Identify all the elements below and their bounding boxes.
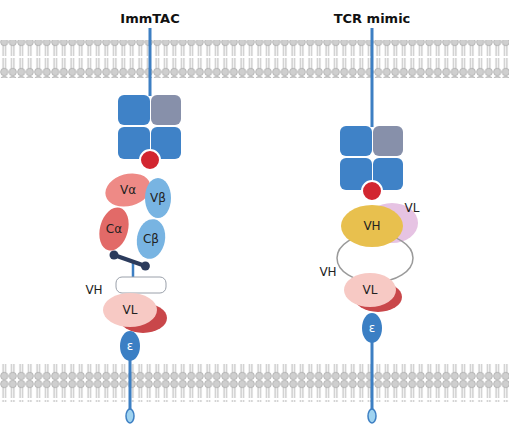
bond-end <box>110 251 119 260</box>
domain-label: Cβ <box>143 232 159 246</box>
domain-label: VL <box>363 283 378 297</box>
domain-label: ε <box>369 321 376 335</box>
stalk <box>371 340 374 412</box>
domain-ellipse <box>103 293 157 327</box>
domain-label: VH <box>85 283 102 297</box>
domain-node: ε <box>362 313 382 343</box>
bond-line <box>114 255 145 266</box>
mhc-domain <box>151 95 181 125</box>
domain-label: ε <box>127 339 134 353</box>
domain-node: Vβ <box>145 178 171 218</box>
domain-node: Vα <box>105 174 151 206</box>
domain-node: VL <box>344 273 396 307</box>
domain-label: VL <box>123 303 138 317</box>
domain-ellipse <box>344 273 396 307</box>
panel-title: TCR mimic <box>334 11 411 26</box>
stalk <box>371 28 374 127</box>
domain-label: Cα <box>106 222 122 236</box>
mhc-domain <box>118 95 150 125</box>
domain-label: VH <box>363 219 380 233</box>
domain-node: ε <box>120 331 140 361</box>
domain-ellipse <box>95 204 133 254</box>
membrane <box>0 40 509 78</box>
domain-label: Vα <box>120 183 136 197</box>
domain-node: Cβ <box>137 219 165 259</box>
domain-label: VH <box>319 265 336 279</box>
linker <box>116 277 166 293</box>
domain-ellipse <box>120 331 140 361</box>
mhc-domain <box>373 126 403 156</box>
domain-ellipse <box>341 205 403 247</box>
peptide <box>362 181 382 201</box>
domain-node: Cα <box>100 207 128 251</box>
mhc-domain <box>340 126 372 156</box>
domain-node: VL <box>103 293 157 327</box>
membrane <box>0 364 509 402</box>
domain-ellipse <box>145 178 171 218</box>
panel-title: ImmTAC <box>120 11 179 26</box>
domain-ellipse <box>362 313 382 343</box>
domain-node: VH <box>341 205 403 247</box>
domain-label: VL <box>405 201 420 215</box>
stalk <box>149 28 152 96</box>
stalk <box>129 356 132 412</box>
stalk-end <box>126 409 134 423</box>
domain-label: Vβ <box>150 191 166 205</box>
bond-end <box>141 262 150 271</box>
domain-ellipse <box>134 217 169 261</box>
stalk-end <box>368 409 376 423</box>
peptide <box>140 150 160 170</box>
